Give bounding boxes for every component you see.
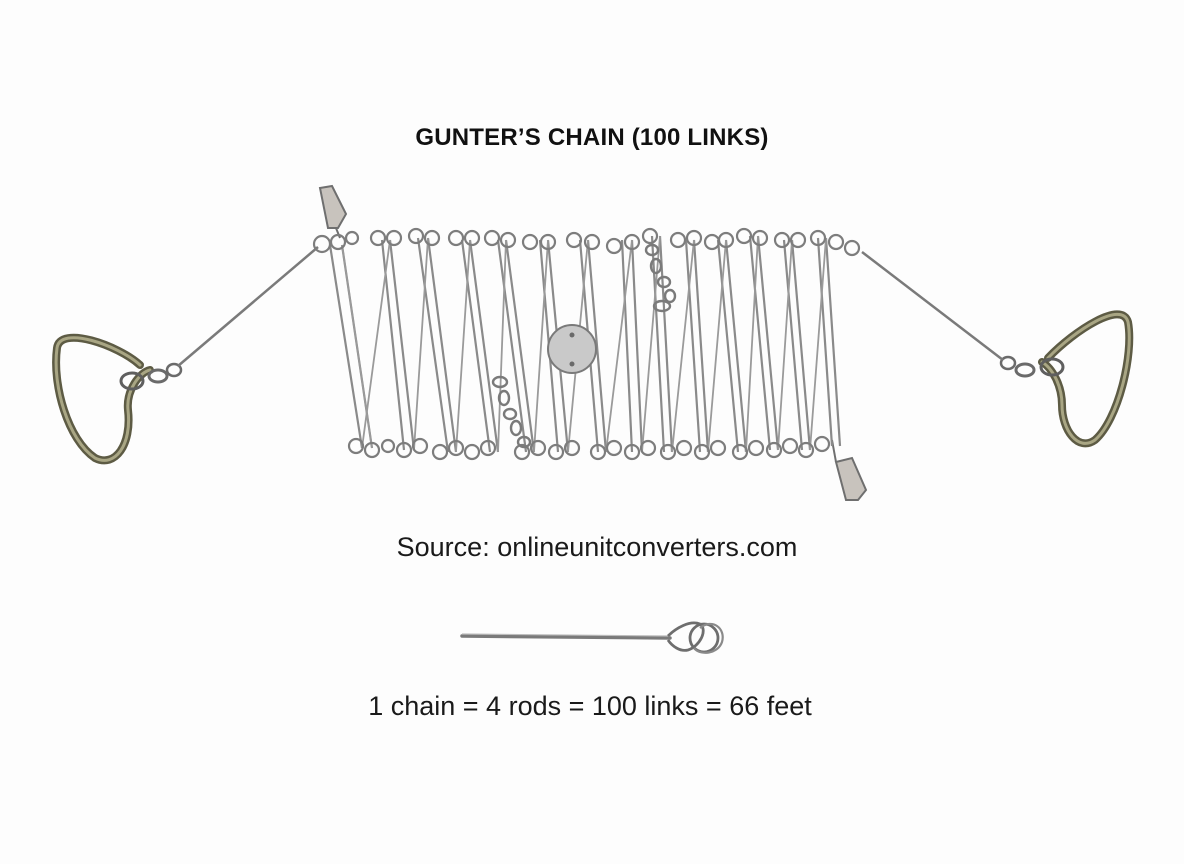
center-tally-disc-icon (547, 324, 597, 374)
bottom-ring-row (347, 435, 831, 461)
chain-link-icon (460, 621, 724, 654)
left-handle-icon (52, 333, 183, 465)
short-tag-chain (491, 375, 532, 449)
top-ring-row (312, 227, 861, 257)
chain-links-bundle (328, 235, 842, 453)
figure-title: GUNTER’S CHAIN (100 LINKS) (415, 124, 769, 151)
chain-equivalence-caption: 1 chain = 4 rods = 100 links = 66 feet (368, 691, 812, 721)
left-wire (177, 246, 319, 367)
right-wire (861, 251, 1004, 361)
right-handle-icon (999, 310, 1134, 448)
source-caption: Source: onlineunitconverters.com (396, 532, 798, 562)
tally-tag-icon (318, 184, 348, 239)
short-tag-chain (644, 243, 677, 313)
